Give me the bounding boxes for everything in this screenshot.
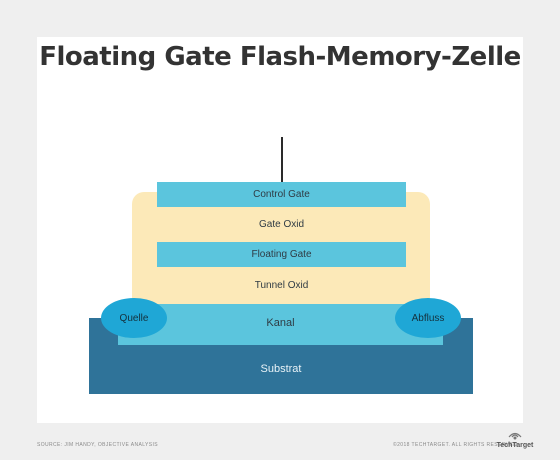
logo-text: TechTarget	[496, 442, 534, 449]
copyright-notice: ©2018 TECHTARGET. ALL RIGHTS RESERVED	[393, 442, 518, 448]
diagram-title: Floating Gate Flash-Memory-Zelle	[39, 42, 521, 72]
source-terminal: Quelle	[101, 298, 167, 338]
tunnel-oxide-label: Tunnel Oxid	[254, 280, 309, 291]
channel-label: Kanal	[266, 317, 295, 329]
floating-gate-layer: Floating Gate	[157, 242, 406, 267]
floating-gate-label: Floating Gate	[251, 249, 312, 260]
source-label: Quelle	[119, 312, 149, 324]
control-gate-label: Control Gate	[253, 189, 310, 200]
channel-layer	[118, 304, 443, 345]
drain-terminal: Abfluss	[395, 298, 461, 338]
gate-terminal-line	[281, 137, 283, 183]
techtarget-logo: TechTarget	[494, 431, 534, 453]
substrate-label: Substrat	[260, 363, 302, 375]
gate-oxide-label: Gate Oxid	[258, 219, 305, 230]
control-gate-layer: Control Gate	[157, 182, 406, 207]
logo-mark-icon	[508, 432, 522, 440]
source-credit: SOURCE: JIM HANDY, OBJECTIVE ANALYSIS	[37, 442, 159, 448]
drain-label: Abfluss	[411, 312, 445, 324]
